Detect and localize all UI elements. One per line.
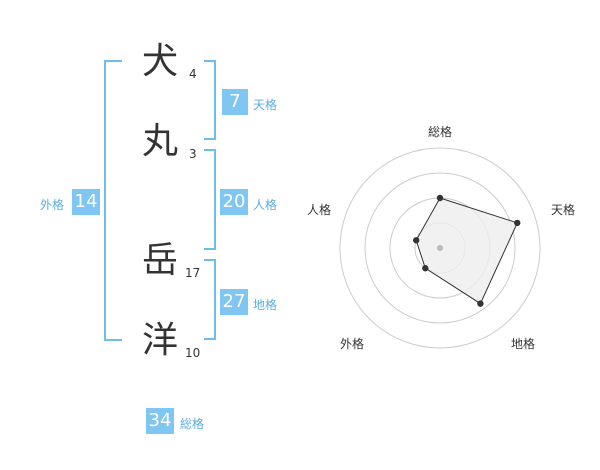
radar-label-chikaku: 地格	[511, 337, 536, 351]
radar-label-soukaku: 総格	[428, 125, 453, 139]
gaikaku-bracket	[104, 60, 122, 341]
radar-point-3	[422, 265, 429, 272]
name-char-4-strokes: 10	[185, 346, 201, 360]
tenkaku-label: 天格	[253, 98, 278, 112]
radar-point-1	[514, 219, 521, 227]
radar-chart	[339, 147, 541, 349]
radar-label-tenkaku: 天格	[551, 203, 576, 217]
tenkaku-bracket	[204, 60, 216, 140]
radar-grid-ring	[339, 147, 541, 349]
name-char-1: 犬	[141, 41, 178, 82]
name-char-3: 岳	[141, 240, 178, 281]
radar-center-point	[437, 245, 443, 251]
radar-label-gaikaku: 外格	[340, 337, 365, 351]
radar-point-0	[436, 194, 444, 202]
name-char-2-strokes: 3	[189, 147, 197, 161]
radar-point-4	[413, 237, 420, 244]
name-char-2: 丸	[141, 121, 178, 162]
radar-grid-ring	[364, 172, 516, 324]
name-char-1-strokes: 4	[189, 67, 197, 81]
radar-point-2	[477, 300, 484, 307]
radar-polygon	[415, 197, 518, 305]
soukaku-label: 総格	[180, 417, 205, 431]
tenkaku-value: 7	[222, 89, 248, 115]
name-char-4: 洋	[141, 320, 178, 361]
radar-label-jinkaku: 人格	[307, 203, 332, 217]
jinkaku-bracket	[204, 149, 216, 250]
jinkaku-value: 20	[220, 189, 248, 215]
radar-points	[413, 194, 521, 307]
soukaku-value: 34	[146, 408, 174, 434]
chikaku-value: 27	[220, 289, 248, 315]
gaikaku-value: 14	[72, 189, 100, 215]
chikaku-label: 地格	[253, 298, 278, 312]
name-char-3-strokes: 17	[185, 266, 201, 280]
gaikaku-label: 外格	[40, 198, 65, 212]
chikaku-bracket	[204, 259, 216, 340]
jinkaku-label: 人格	[253, 198, 278, 212]
